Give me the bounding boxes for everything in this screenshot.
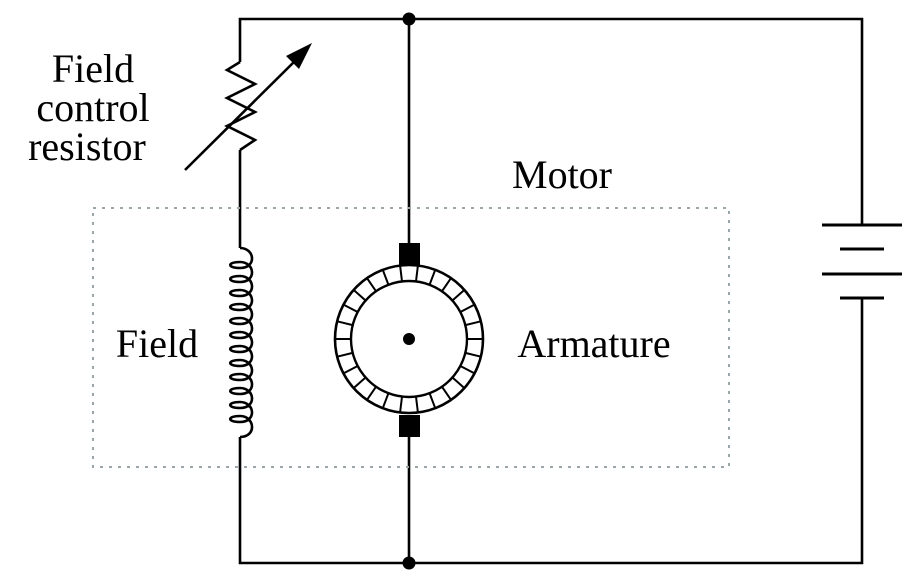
field-coil	[228, 246, 254, 439]
commutator-segments	[335, 265, 483, 413]
label-resistor-line2: control	[36, 85, 149, 130]
commutator-segment-line	[366, 386, 377, 401]
commutator-segment-line	[399, 396, 404, 413]
commutator-segment-line	[451, 376, 466, 389]
label-motor: Motor	[512, 152, 612, 197]
commutator-segment-line	[441, 277, 452, 292]
resistor-zigzag	[224, 60, 258, 152]
top-wire	[238, 17, 864, 225]
commutator-segment-line	[414, 265, 419, 282]
commutator-segment-line	[336, 351, 353, 358]
label-armature: Armature	[517, 321, 670, 366]
resistor-arrow-line	[184, 55, 301, 171]
label-resistor-line1: Field	[52, 46, 134, 91]
commutator-segment-line	[343, 303, 359, 313]
commutator-segment-line	[459, 303, 475, 313]
commutator-segment-line	[352, 289, 367, 302]
commutator-segment-line	[451, 289, 466, 302]
armature-shaft	[403, 333, 415, 345]
brush-bottom	[399, 415, 420, 437]
commutator-segment-line	[459, 365, 475, 375]
label-resistor-line3: resistor	[28, 124, 146, 169]
commutator-segment-line	[336, 320, 353, 327]
wires	[238, 17, 864, 565]
junction-dot-bottom	[402, 556, 416, 570]
commutator-segment-line	[352, 376, 367, 389]
commutator-segment-line	[465, 320, 482, 327]
commutator-segment-line	[441, 386, 452, 401]
commutator-segment-line	[343, 365, 359, 375]
commutator-segment-line	[381, 392, 390, 409]
battery	[822, 223, 902, 300]
resistor-arrow-head	[286, 43, 312, 69]
motor-boundary	[92, 207, 730, 468]
junction-dot-top	[402, 12, 416, 26]
commutator-segment-line	[428, 392, 437, 409]
armature	[333, 243, 485, 437]
commutator-segment-line	[465, 351, 482, 358]
commutator-segment-line	[414, 396, 419, 413]
commutator-segment-line	[366, 277, 377, 292]
brush-top	[399, 243, 420, 265]
bottom-wire	[238, 298, 864, 565]
commutator-segment-line	[428, 269, 437, 286]
field-control-resistor	[184, 43, 312, 171]
commutator-segment-line	[381, 269, 390, 286]
label-field: Field	[116, 321, 198, 366]
commutator-segment-line	[399, 265, 404, 282]
